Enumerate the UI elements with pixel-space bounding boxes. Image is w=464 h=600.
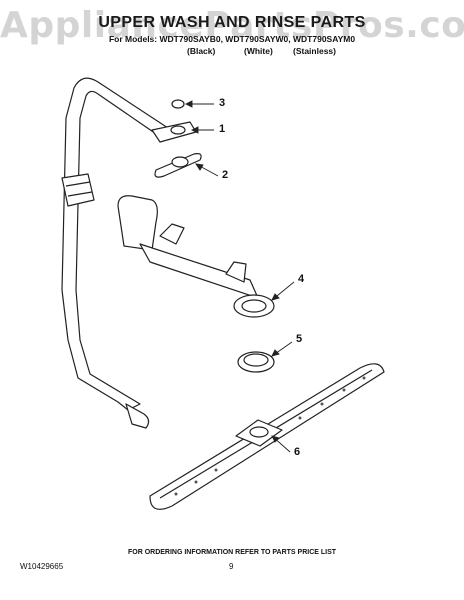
page-title: UPPER WASH AND RINSE PARTS: [98, 14, 366, 31]
page-number: 9: [229, 562, 234, 571]
callout-5: 5: [296, 333, 303, 345]
leader-4-arrow: [271, 293, 280, 301]
manifold-housing: [117, 195, 158, 251]
callout-6: 6: [294, 446, 301, 458]
leader-2-arrow: [195, 163, 204, 171]
leader-6-arrow: [271, 435, 280, 443]
spray-hole: [362, 376, 366, 380]
watermark: AppliancePartsPros.com: [0, 5, 464, 46]
leader-3-arrow: [184, 100, 193, 108]
callout-3: 3: [219, 97, 226, 109]
callout-1: 1: [219, 123, 226, 135]
variant-black: (Black): [187, 46, 216, 56]
leader-5-arrow: [271, 349, 280, 357]
tube-end: [125, 403, 150, 429]
part-5-ring-inner: [243, 353, 269, 367]
spray-hole: [320, 402, 324, 406]
model-list: For Models: WDT790SAYB0, WDT790SAYW0, WD…: [108, 34, 356, 44]
tube-clip: [61, 173, 95, 207]
callout-2: 2: [222, 169, 229, 181]
callout-4: 4: [298, 273, 305, 285]
spray-hole: [298, 416, 302, 420]
document-number: W10429665: [20, 562, 64, 571]
spray-hole: [174, 492, 178, 496]
variant-stainless: (Stainless): [293, 46, 336, 56]
leader-1-arrow: [190, 126, 199, 134]
spray-hole: [342, 388, 346, 392]
manifold-clip-b: [225, 261, 247, 283]
part-1-hole: [170, 125, 186, 135]
variant-white: (White): [244, 46, 273, 56]
manifold-clip-a: [159, 223, 185, 245]
tube-clip-detail: [65, 181, 93, 197]
part-3-cap: [171, 99, 185, 109]
ordering-note: FOR ORDERING INFORMATION REFER TO PARTS …: [127, 549, 337, 556]
supply-tube: [61, 77, 169, 411]
spray-hole: [214, 468, 218, 472]
part-2-center: [171, 156, 189, 168]
part-6-hub-center: [249, 426, 269, 438]
spray-hole: [194, 480, 198, 484]
part-4-nozzle-rim: [241, 299, 267, 313]
